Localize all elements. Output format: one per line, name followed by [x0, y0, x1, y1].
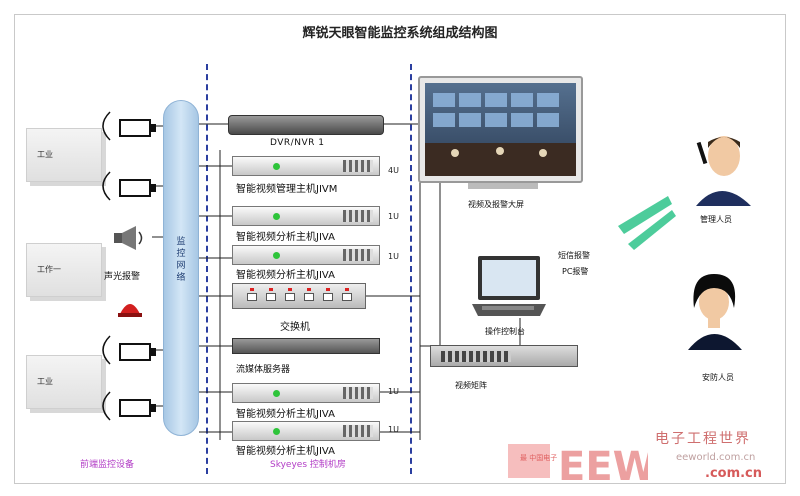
sms-alarm-label: 短信报警	[558, 251, 590, 260]
video-wall-label: 视频及报警大屏	[468, 200, 524, 209]
laptop-icon	[472, 256, 546, 316]
stream-server-label: 流媒体服务器	[236, 365, 291, 375]
camera-icon	[119, 179, 156, 197]
sound-light-alarm-label: 声光报警	[104, 272, 141, 282]
security-person-icon	[688, 274, 742, 350]
video-matrix	[430, 345, 578, 367]
diagram-frame	[14, 14, 786, 484]
rack-unit-size: 1U	[388, 252, 399, 261]
host-room-column-label: Skyeyes 控制机房	[270, 460, 346, 470]
speaker-icon	[114, 226, 143, 250]
video-wall-stand	[468, 183, 538, 189]
network-bus	[163, 100, 199, 436]
alarm-light-icon	[118, 304, 142, 317]
dvr-label: DVR/NVR 1	[270, 138, 325, 148]
host-unit	[232, 421, 380, 441]
terminal-label: 工业	[37, 377, 53, 386]
host-unit	[232, 383, 380, 403]
dvr-device	[228, 115, 384, 135]
video-wall-screens	[425, 93, 576, 176]
alarm-channels: 短信报警 PC报警	[558, 248, 590, 280]
terminal-label: 工业	[37, 150, 53, 159]
security-label: 安防人员	[702, 373, 734, 382]
host-unit	[232, 245, 380, 265]
host-unit-label: 智能视频分析主机JIVA	[236, 270, 335, 281]
terminal-box: 工业	[26, 355, 102, 409]
terminal-label: 工作一	[37, 265, 61, 274]
rack-unit-size: 1U	[388, 425, 399, 434]
manager-label: 管理人员	[700, 215, 732, 224]
switch-label: 交换机	[280, 322, 310, 333]
watermark-right-title: 电子工程世界	[655, 431, 751, 447]
network-label: 监控网络	[176, 237, 186, 283]
host-unit-label: 智能视频分析主机JIVA	[236, 232, 335, 243]
camera-icon	[119, 119, 156, 137]
camera-icon	[119, 399, 156, 417]
video-matrix-label: 视频矩阵	[455, 381, 487, 390]
rack-unit-size: 1U	[388, 387, 399, 396]
host-unit-label: 智能视频分析主机JIVA	[236, 446, 335, 457]
watermark-right-domain: .com.cn	[705, 466, 763, 481]
front-end-column-label: 前端监控设备	[80, 460, 135, 470]
network-switch	[232, 283, 366, 309]
host-unit	[232, 156, 380, 176]
terminal-box: 工业	[26, 128, 102, 182]
manager-person-icon	[696, 136, 751, 206]
rack-unit-size: 4U	[388, 166, 399, 175]
watermark-left-small: 最 中国电子	[520, 454, 558, 462]
camera-icon	[119, 343, 156, 361]
separator-right	[410, 64, 412, 474]
watermark-right-url: eeworld.com.cn	[676, 452, 756, 463]
watermark-logo: EEW	[508, 444, 648, 486]
console-label: 操作控制台	[485, 327, 525, 336]
pc-alarm-label: PC报警	[562, 267, 589, 276]
stream-server	[232, 338, 380, 354]
diagram-title: 辉锐天眼智能监控系统组成结构图	[302, 26, 498, 41]
watermark-left-text: EEW	[558, 444, 648, 486]
host-unit	[232, 206, 380, 226]
terminal-box: 工作一	[26, 243, 102, 297]
rack-unit-size: 1U	[388, 212, 399, 221]
separator-left	[206, 64, 208, 474]
host-unit-label: 智能视频管理主机JIVM	[236, 184, 338, 195]
host-unit-label: 智能视频分析主机JIVA	[236, 409, 335, 420]
video-wall	[418, 76, 583, 183]
